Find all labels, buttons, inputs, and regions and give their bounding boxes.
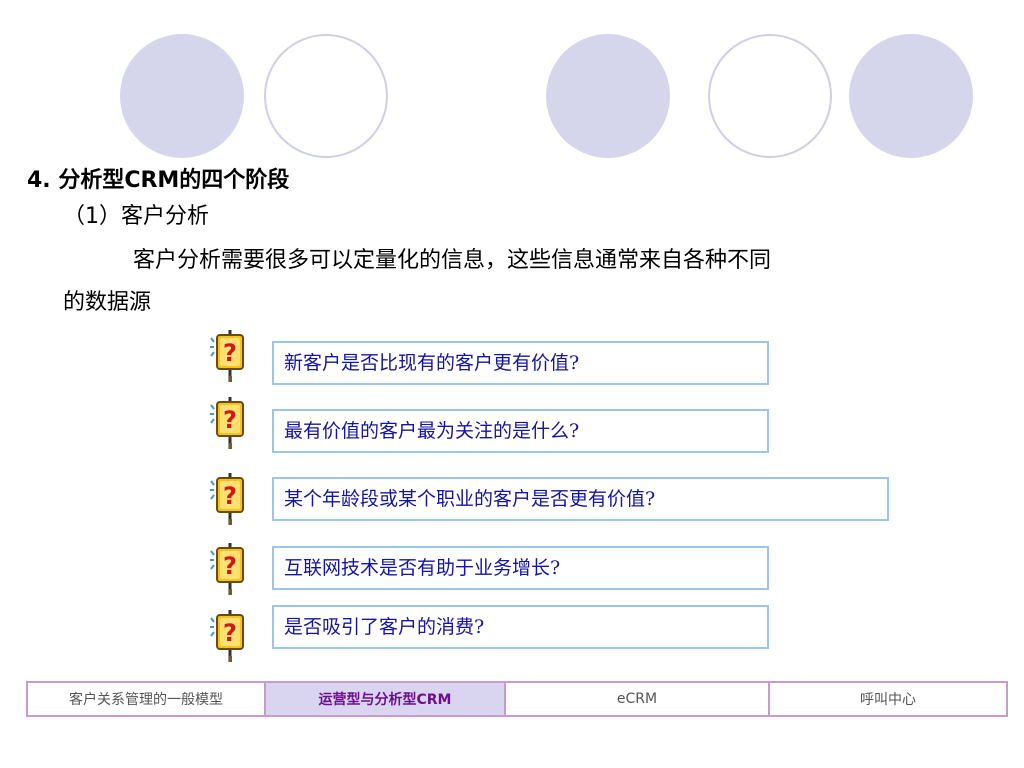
section-heading: 4. 分析型CRM的四个阶段 — [27, 168, 290, 193]
tab-call-center[interactable]: 呼叫中心 — [860, 692, 916, 708]
tab-general-model[interactable]: 客户关系管理的一般模型 — [28, 683, 266, 715]
question-sign-icon — [210, 328, 250, 384]
decor-circle-filled-1 — [120, 34, 244, 158]
question-box-4: 互联网技术是否有助于业务增长? — [272, 546, 769, 590]
sub-heading: （1）客户分析 — [63, 204, 209, 229]
decor-circle-ring-2 — [708, 34, 832, 158]
body-text-line-2: 的数据源 — [63, 290, 152, 315]
question-sign-icon — [210, 541, 250, 597]
question-sign-icon — [210, 471, 250, 527]
decor-circle-ring-1 — [264, 34, 388, 158]
question-sign-icon — [210, 395, 250, 451]
tab-ecrm[interactable]: eCRM — [506, 683, 770, 715]
question-sign-icon — [210, 608, 250, 664]
question-box-2: 最有价值的客户最为关注的是什么? — [272, 409, 769, 453]
body-text-line-1: 客户分析需要很多可以定量化的信息，这些信息通常来自各种不同 — [133, 248, 772, 273]
question-box-3: 某个年龄段或某个职业的客户是否更有价值? — [272, 477, 889, 521]
tab-operational-analytical-crm[interactable]: 运营型与分析型CRM — [266, 683, 506, 715]
decor-circle-filled-2 — [546, 34, 670, 158]
question-box-5: 是否吸引了客户的消费? — [272, 605, 769, 649]
decor-circle-filled-3 — [849, 34, 973, 158]
footer-nav: 客户关系管理的一般模型 运营型与分析型CRM eCRM 呼叫中心 — [26, 681, 1008, 717]
question-box-1: 新客户是否比现有的客户更有价值? — [272, 341, 769, 385]
